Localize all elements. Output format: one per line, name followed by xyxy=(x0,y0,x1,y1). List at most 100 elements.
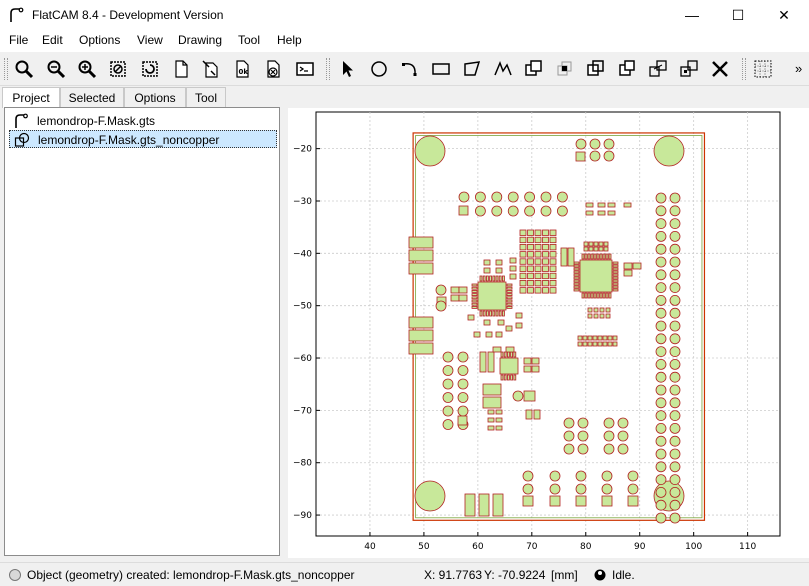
snap-grid-icon[interactable] xyxy=(751,58,775,80)
pad xyxy=(617,430,629,442)
project-item-geometry[interactable]: lemondrop-F.Mask.gts_noncopper xyxy=(9,130,277,148)
pad xyxy=(435,300,447,312)
pad xyxy=(556,191,568,203)
add-path-icon[interactable] xyxy=(491,58,515,80)
passive xyxy=(593,246,599,252)
passive xyxy=(487,409,495,415)
passive xyxy=(549,272,557,280)
union-icon[interactable] xyxy=(522,58,546,80)
zoom-fit-icon[interactable] xyxy=(12,58,36,80)
passive xyxy=(527,251,534,258)
cutpath-icon[interactable] xyxy=(615,58,639,80)
tab-options[interactable]: Options xyxy=(124,87,186,107)
new-excellon-icon[interactable]: 0k xyxy=(230,58,254,80)
maximize-button[interactable]: ☐ xyxy=(731,6,745,23)
passive xyxy=(487,425,495,431)
pad xyxy=(492,346,502,353)
ic-pin xyxy=(471,289,478,293)
x-tick-label: 80 xyxy=(580,542,592,552)
pad xyxy=(601,495,613,507)
ic-pin xyxy=(612,273,619,277)
project-item-label: lemondrop-F.Mask.gts_noncopper xyxy=(38,133,220,147)
ic-pin xyxy=(596,253,600,260)
pad xyxy=(563,443,575,455)
replot-icon[interactable] xyxy=(138,58,162,80)
toolbar-grip-2[interactable] xyxy=(326,58,330,80)
pad xyxy=(474,191,486,203)
subtract-icon[interactable] xyxy=(584,58,608,80)
toolbar-grip-3[interactable] xyxy=(742,58,746,80)
menu-help[interactable]: Help xyxy=(277,33,302,47)
pad xyxy=(669,435,681,447)
new-geometry-icon[interactable] xyxy=(199,58,223,80)
new-project-icon[interactable] xyxy=(169,58,193,80)
menu-file[interactable]: File xyxy=(9,33,29,47)
intersection-icon[interactable] xyxy=(553,58,577,80)
copy-shape-icon[interactable] xyxy=(646,58,670,80)
toolbar-grip[interactable] xyxy=(4,58,8,80)
ic-pin xyxy=(498,310,502,317)
ic-pin xyxy=(506,296,513,300)
menu-options[interactable]: Options xyxy=(79,33,121,47)
add-polygon-icon[interactable] xyxy=(460,58,484,80)
pad xyxy=(540,205,552,217)
shell-icon[interactable] xyxy=(293,58,317,80)
pad xyxy=(655,435,667,447)
pad xyxy=(458,191,470,203)
add-circle-icon[interactable] xyxy=(367,58,391,80)
add-arc-icon[interactable] xyxy=(398,58,422,80)
passive xyxy=(549,265,557,272)
add-rectangle-icon[interactable] xyxy=(429,58,453,80)
project-item-gerber[interactable]: lemondrop-F.Mask.gts xyxy=(9,112,277,130)
toolbar-overflow-button[interactable]: » xyxy=(795,61,803,76)
zoom-in-icon[interactable] xyxy=(75,58,99,80)
delete-shape-icon[interactable] xyxy=(708,58,732,80)
ic-pin xyxy=(602,253,606,260)
menu-bar: File Edit Options View Drawing Tool Help xyxy=(0,30,809,52)
edge-connector xyxy=(464,493,476,517)
edge-connector xyxy=(478,493,490,517)
pad xyxy=(603,430,615,442)
zoom-out-icon[interactable] xyxy=(44,58,68,80)
passive xyxy=(467,314,475,321)
passive xyxy=(519,251,527,258)
tab-project[interactable]: Project xyxy=(2,87,60,108)
menu-edit[interactable]: Edit xyxy=(42,33,63,47)
panel-splitter[interactable] xyxy=(284,107,287,556)
menu-tool[interactable]: Tool xyxy=(238,33,261,47)
pad xyxy=(458,294,468,302)
pad xyxy=(655,192,667,204)
passive xyxy=(587,307,593,313)
pad xyxy=(655,320,667,332)
passive xyxy=(509,257,517,264)
clear-plot-icon[interactable] xyxy=(106,58,130,80)
menu-view[interactable]: View xyxy=(137,33,163,47)
ic-pin xyxy=(501,275,505,282)
minimize-button[interactable]: — xyxy=(685,7,699,23)
ic-pin xyxy=(573,285,580,289)
passive xyxy=(549,279,557,287)
pad xyxy=(655,346,667,358)
menu-drawing[interactable]: Drawing xyxy=(178,33,223,47)
select-pointer-icon[interactable] xyxy=(336,58,360,80)
passive xyxy=(542,229,549,236)
ic-package xyxy=(579,259,613,293)
tab-tool[interactable]: Tool xyxy=(186,87,226,107)
pad xyxy=(617,443,629,455)
passive xyxy=(602,335,608,341)
passive xyxy=(527,287,534,294)
ic-pin xyxy=(612,279,619,283)
delete-object-icon[interactable] xyxy=(261,58,285,80)
ic-pin xyxy=(587,253,591,260)
pad xyxy=(655,358,667,370)
ic-package xyxy=(499,357,519,375)
tab-selected[interactable]: Selected xyxy=(60,87,124,107)
pad xyxy=(577,430,589,442)
pad xyxy=(655,269,667,281)
close-button[interactable]: ✕ xyxy=(778,6,790,23)
move-shape-icon[interactable] xyxy=(677,58,701,80)
pad xyxy=(482,396,502,409)
passive xyxy=(495,409,503,415)
